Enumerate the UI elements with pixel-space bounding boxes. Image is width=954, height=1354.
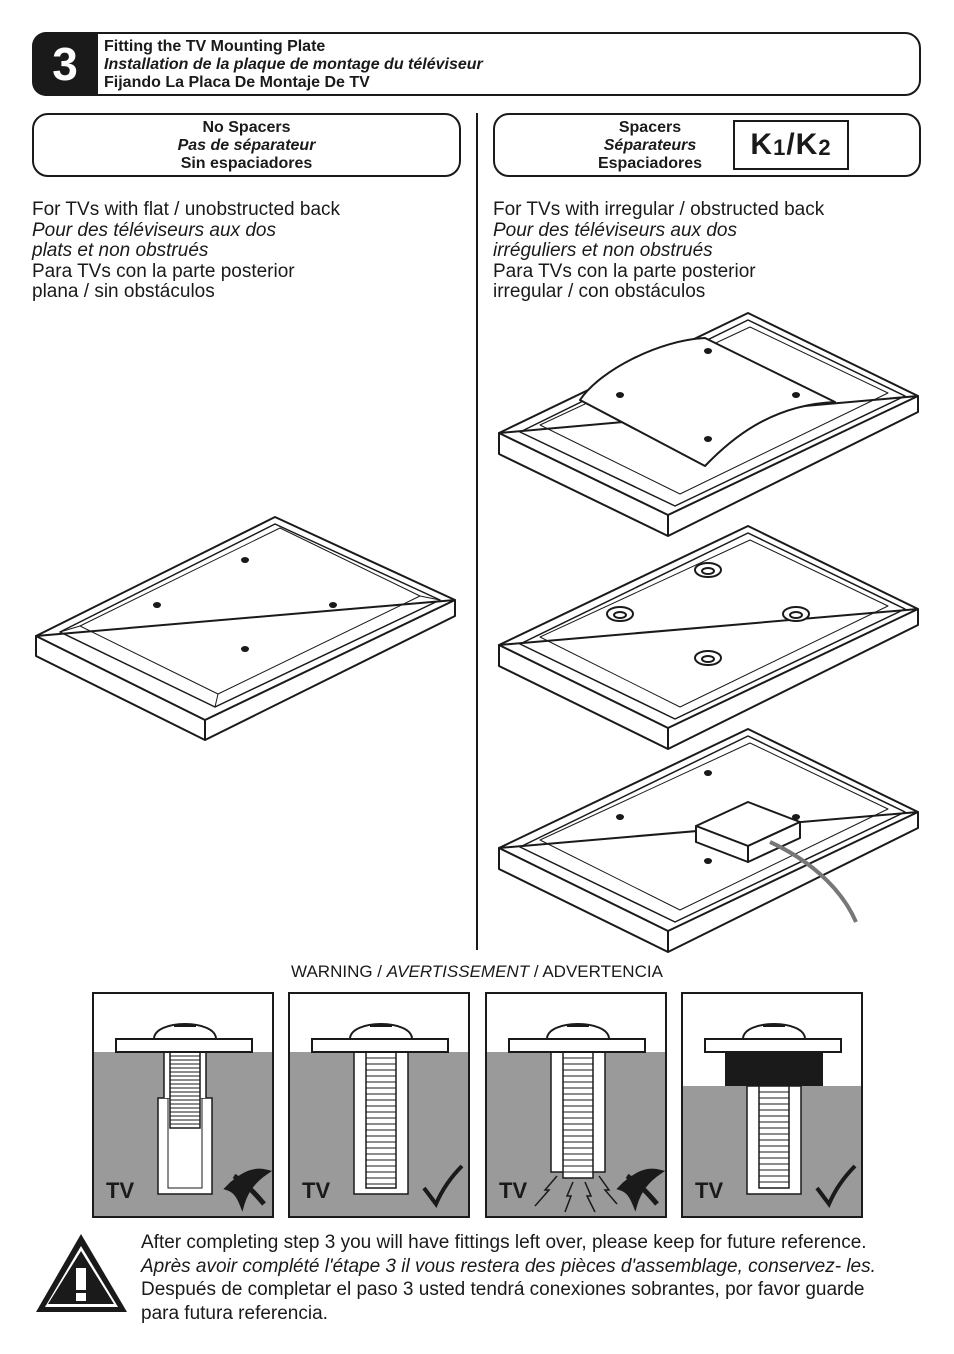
warning-title: WARNING / AVERTISSEMENT / ADVERTENCIA [291,962,663,981]
mount-hole [241,646,249,652]
spacers-en: Spacers [618,119,682,136]
cross-icon [616,1168,665,1212]
no-spacers-es: Sin espaciadores [180,155,313,172]
tv-label: TV [499,1178,528,1203]
tv-with-obstruction [498,728,919,953]
warning-panel-long-bolt: TV [485,992,667,1218]
option-no-spacers: No Spacers Pas de séparateur Sin espacia… [32,113,461,177]
title-es: Fijando La Placa De Montaje De TV [104,74,370,91]
check-icon [422,1164,464,1208]
column-divider [476,113,478,950]
cross-icon [223,1168,272,1212]
mount-hole [329,602,337,608]
no-spacers-fr: Pas de séparateur [177,137,316,154]
crack-lines [534,1175,618,1213]
tv-back-illustrations [35,312,919,953]
warning-panel-correct-bolt: TV [288,992,470,1218]
tv-flat-back [35,516,456,741]
title-en: Fitting the TV Mounting Plate [104,38,326,55]
mount-hole [241,557,249,563]
no-spacers-en: No Spacers [202,119,291,136]
check-icon [815,1164,857,1208]
desc-irregular-back: For TVs with irregular / obstructed back… [493,199,825,302]
spacer-block [725,1052,823,1086]
warning-panel-short-bolt: TV [92,992,274,1218]
spacers-es: Espaciadores [597,155,703,172]
tv-label: TV [106,1178,135,1203]
spacers-fr: Séparateurs [603,137,697,154]
desc-flat-back: For TVs with flat / unobstructed back Po… [32,199,341,302]
leftover-fittings-note: After completing step 3 you will have fi… [141,1232,876,1324]
tv-label: TV [302,1178,331,1203]
spacer-icon [606,562,810,666]
warning-triangle-icon [36,1234,127,1312]
warning-panel-spacer-bolt: TV [681,992,863,1218]
step-number-badge: 3 [32,32,98,96]
tv-label: TV [695,1178,724,1203]
tv-curved-back [498,312,919,537]
step-header: 3 Fitting the TV Mounting Plate Installa… [32,32,921,96]
title-fr: Installation de la plaque de montage du … [104,56,483,73]
tv-with-spacers [498,525,919,750]
step-title: Fitting the TV Mounting Plate Installati… [104,38,483,92]
mount-hole [153,602,161,608]
